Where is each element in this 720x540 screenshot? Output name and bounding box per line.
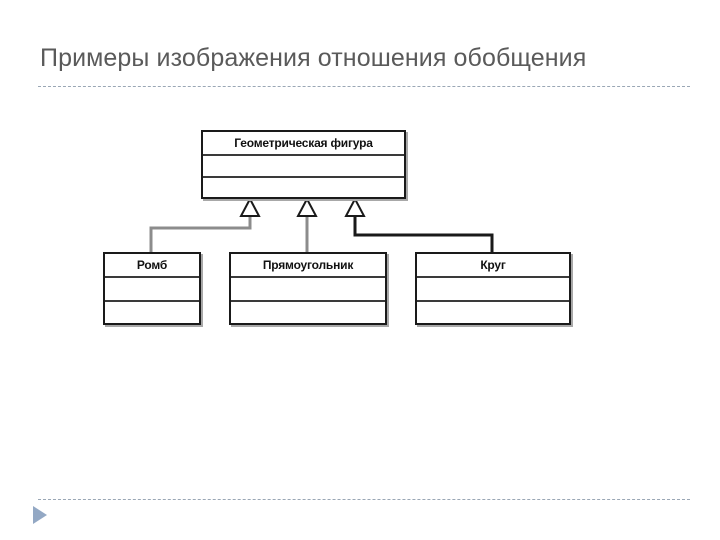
class-operations-circle xyxy=(417,302,569,323)
generalization-link-circle xyxy=(344,196,494,252)
generalization-arrow-circle xyxy=(344,196,366,217)
class-box-rhombus[interactable]: Ромб xyxy=(103,252,201,325)
generalization-link-rectangle xyxy=(296,196,318,252)
class-name-rectangle: Прямоугольник xyxy=(231,254,385,278)
class-box-rectangle[interactable]: Прямоугольник xyxy=(229,252,387,325)
class-box-parent[interactable]: Геометрическая фигура xyxy=(201,130,406,199)
generalization-arrow-rhombus xyxy=(239,196,261,217)
connector-line-circle xyxy=(353,214,494,252)
class-box-circle[interactable]: Круг xyxy=(415,252,571,325)
footer-divider-bottom xyxy=(38,499,690,500)
class-name-parent: Геометрическая фигура xyxy=(203,132,404,156)
connector-line-rhombus xyxy=(149,214,252,252)
class-attributes-parent xyxy=(203,156,404,178)
play-triangle-icon[interactable] xyxy=(33,506,47,524)
page-title: Примеры изображения отношения обобщения xyxy=(40,44,587,72)
class-name-rhombus: Ромб xyxy=(105,254,199,278)
class-operations-parent xyxy=(203,178,404,197)
generalization-link-rhombus xyxy=(149,196,261,252)
class-operations-rectangle xyxy=(231,302,385,323)
title-divider-top xyxy=(38,86,690,87)
class-operations-rhombus xyxy=(105,302,199,323)
class-attributes-rectangle xyxy=(231,278,385,302)
class-name-circle: Круг xyxy=(417,254,569,278)
class-attributes-rhombus xyxy=(105,278,199,302)
generalization-arrow-rectangle xyxy=(296,196,318,217)
class-attributes-circle xyxy=(417,278,569,302)
